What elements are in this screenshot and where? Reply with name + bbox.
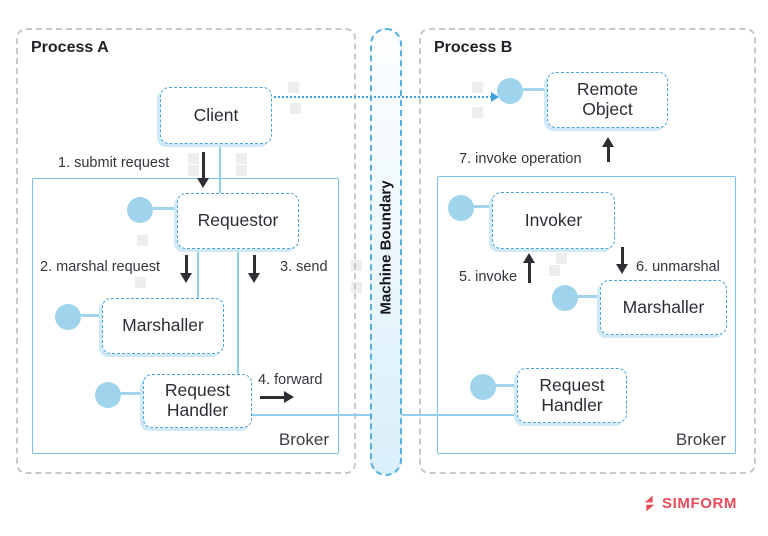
step-7-label: 7. invoke operation xyxy=(459,151,582,167)
machine-boundary: Machine Boundary xyxy=(370,28,402,476)
arrow-3-down-icon xyxy=(253,255,256,274)
circle-request-handler-b xyxy=(470,374,496,400)
stub-marshaller-b xyxy=(565,295,602,298)
node-marshaller-a: Marshaller xyxy=(102,298,224,354)
node-marshaller-b: Marshaller xyxy=(600,280,727,335)
decor-square xyxy=(556,253,567,264)
circle-marshaller-b xyxy=(552,285,578,311)
connector-requestor-marshaller xyxy=(197,247,199,299)
decor-square xyxy=(472,82,483,93)
node-invoker: Invoker xyxy=(492,192,615,249)
stub-marshaller-a xyxy=(68,314,104,317)
stub-invoker xyxy=(461,205,494,208)
circle-remote-object xyxy=(497,78,523,104)
process-a-container: Process A xyxy=(16,28,356,474)
decor-square xyxy=(236,165,247,176)
connector-client-requestor xyxy=(219,142,221,194)
step-4-label: 4. forward xyxy=(258,372,323,388)
decor-square xyxy=(188,165,199,176)
machine-boundary-label: Machine Boundary xyxy=(377,180,395,315)
stub-requestor xyxy=(140,207,178,210)
node-request-handler-b: Request Handler xyxy=(517,368,627,423)
process-b-container: Process B xyxy=(419,28,756,474)
arrow-4-right-icon xyxy=(260,396,285,399)
broker-b-box: Broker xyxy=(437,176,736,454)
circle-requestor xyxy=(127,197,153,223)
step-5-label: 5. invoke xyxy=(459,269,518,285)
arrow-2-down-icon xyxy=(185,255,188,274)
connector-requestor-handler xyxy=(237,247,239,375)
decor-square xyxy=(135,277,146,288)
decor-square xyxy=(549,265,560,276)
decor-square xyxy=(188,153,199,164)
decor-square xyxy=(472,107,483,118)
arrow-5-up-icon xyxy=(528,262,531,283)
dotted-connector-client-remote xyxy=(270,96,492,98)
step-1-label: 1. submit request xyxy=(58,155,170,171)
decor-square xyxy=(288,82,299,93)
step-2-label: 2. marshal request xyxy=(40,259,161,275)
decor-square xyxy=(351,260,362,271)
circle-request-handler-a xyxy=(95,382,121,408)
node-requestor: Requestor xyxy=(177,193,299,249)
circle-marshaller-a xyxy=(55,304,81,330)
stub-request-handler-a xyxy=(108,392,145,395)
process-b-title: Process B xyxy=(434,39,513,56)
decor-square xyxy=(137,235,148,246)
step-3-label: 3. send xyxy=(280,259,328,275)
arrow-1-down-icon xyxy=(202,152,205,179)
arrow-6-down-icon xyxy=(621,247,624,265)
circle-invoker xyxy=(448,195,474,221)
dotted-arrowhead xyxy=(491,92,499,102)
decor-square xyxy=(236,153,247,164)
broker-b-label: Broker xyxy=(675,430,726,449)
broker-a-label: Broker xyxy=(278,430,329,449)
step-6-label: 6. unmarshal xyxy=(636,259,720,275)
arrow-7-up-icon xyxy=(607,146,610,162)
broker-a-box: Broker xyxy=(32,178,339,454)
brand-logo: SIMFORM xyxy=(640,494,737,513)
brand-name: SIMFORM xyxy=(662,495,738,512)
decor-square xyxy=(351,282,362,293)
node-remote-object: Remote Object xyxy=(547,72,668,128)
process-a-title: Process A xyxy=(31,39,109,56)
stub-request-handler-b xyxy=(483,384,519,387)
decor-square xyxy=(290,103,301,114)
stub-remote-object xyxy=(510,88,549,91)
node-request-handler-a: Request Handler xyxy=(143,374,252,428)
simform-icon xyxy=(640,494,659,513)
node-client: Client xyxy=(160,87,272,144)
